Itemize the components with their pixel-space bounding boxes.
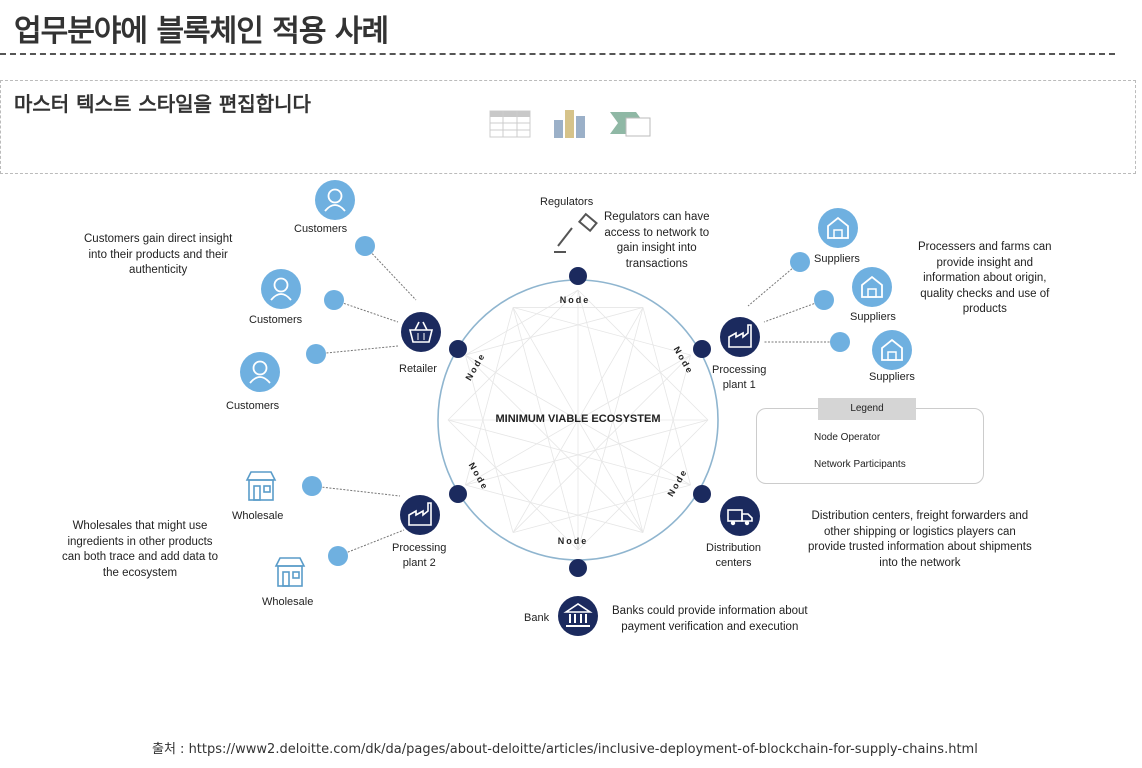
mesh-line [512,354,691,533]
customer-icon [315,180,355,220]
customers-note: Customers gain direct insight into their… [84,233,233,276]
title-divider [0,53,1115,55]
mesh-line [577,289,644,533]
network-mesh [447,289,709,551]
source-citation: 출처 : https://www2.deloitte.com/dk/da/pag… [152,742,978,757]
connector-retailer-customers-3 [315,345,399,355]
supplier-barn-icon [818,208,858,248]
mesh-line [465,307,644,356]
customer-icon [240,352,280,392]
distribution-centers-note: Distribution centers, freight forwarders… [808,510,1032,569]
placeholder-insert-icons [488,108,652,138]
mesh-line [465,354,644,533]
participant-dot [324,290,344,310]
mesh-line [512,307,691,356]
connector-retailer-customers-2 [333,299,399,323]
gavel-icon [554,212,598,253]
mesh-line [447,289,579,421]
insert-smartart-icon[interactable] [608,108,652,138]
mesh-line [465,354,514,533]
suppliers-label: Suppliers [869,371,915,383]
mesh-line [465,484,644,533]
suppliers-note: Processers and farms can provide insight… [918,241,1052,315]
slide-title: 업무분야에 블록체인 적용 사례 [14,14,389,49]
node-operator-dot-bottom [569,559,587,577]
node-label-upper-right: Node [672,345,696,376]
mesh-line [577,419,709,551]
retailer-basket-icon [401,312,441,352]
customers-label: Customers [294,223,348,235]
mesh-line [577,289,709,421]
node-operator-dot-lower-right [693,485,711,503]
placeholder-text[interactable]: 마스터 텍스트 스타일을 편집합니다 [14,92,311,116]
connector-plant1-suppliers-2 [763,299,825,323]
mesh-line [577,307,644,551]
node-operator-dot-top [569,267,587,285]
wholesale-label: Wholesale [232,510,284,522]
suppliers-label: Suppliers [814,253,860,265]
bank-label: Bank [524,612,550,624]
participant-dot [814,290,834,310]
connector-plant1-suppliers-1 [747,261,801,307]
wholesale-note: Wholesales that might use ingredients in… [62,520,219,579]
wholesale-label: Wholesale [262,596,314,608]
participant-dot [306,344,326,364]
supplier-barn-icon [852,267,892,307]
insert-table-icon[interactable] [488,108,532,138]
customers-label: Customers [226,400,280,412]
legend-participants-label: Network Participants [814,459,906,470]
legend-title: Legend [818,398,916,420]
participant-dot [328,546,348,566]
node-operator-dot-upper-left [449,340,467,358]
participant-dot [790,252,810,272]
supplier-barn-icon [872,330,912,370]
mesh-line [642,354,691,533]
distribution-centers-label: Distribution centers [706,542,762,569]
mesh-line [512,307,579,551]
wholesale-store-icon [274,557,306,587]
connector-lines [311,245,840,557]
regulators-note: Regulators can have access to network to… [604,211,710,270]
delivery-truck-icon [720,496,760,536]
mesh-line [447,419,691,486]
customer-icon [261,269,301,309]
participant-dot [355,236,375,256]
node-label-lower-left: Node [467,461,491,492]
legend-node-operator-label: Node Operator [814,432,881,443]
processing-plant-1-label: Processing plant 1 [712,364,767,391]
processing-plant-2-label: Processing plant 2 [392,542,447,569]
connector-plant2-wholesale-2 [337,529,405,557]
node-label-top: Node [560,295,591,305]
mesh-line [512,307,644,533]
connector-retailer-customers-1 [364,245,417,301]
insert-chart-icon[interactable] [548,108,592,138]
regulators-label: Regulators [540,196,594,208]
factory-icon [400,495,440,535]
connector-plant2-wholesale-1 [311,485,401,497]
mesh-line [512,484,691,533]
legend [756,408,984,484]
mesh-line [642,307,691,486]
node-operator-dot-upper-right [693,340,711,358]
mesh-line [465,307,514,486]
mesh-line [465,419,709,486]
suppliers-label: Suppliers [850,311,896,323]
wholesale-store-icon [245,471,277,501]
node-operator-dot-lower-left [449,485,467,503]
mesh-line [447,419,579,551]
node-label-bottom: Node [558,536,589,546]
bank-building-icon [558,596,598,636]
retailer-label: Retailer [399,363,437,375]
bank-note: Banks could provide information about pa… [612,605,808,633]
factory-icon [720,317,760,357]
center-label: MINIMUM VIABLE ECOSYSTEM [495,413,660,425]
participant-dot [830,332,850,352]
content-placeholder[interactable] [0,80,1136,174]
participant-dot [302,476,322,496]
customers-label: Customers [249,314,303,326]
